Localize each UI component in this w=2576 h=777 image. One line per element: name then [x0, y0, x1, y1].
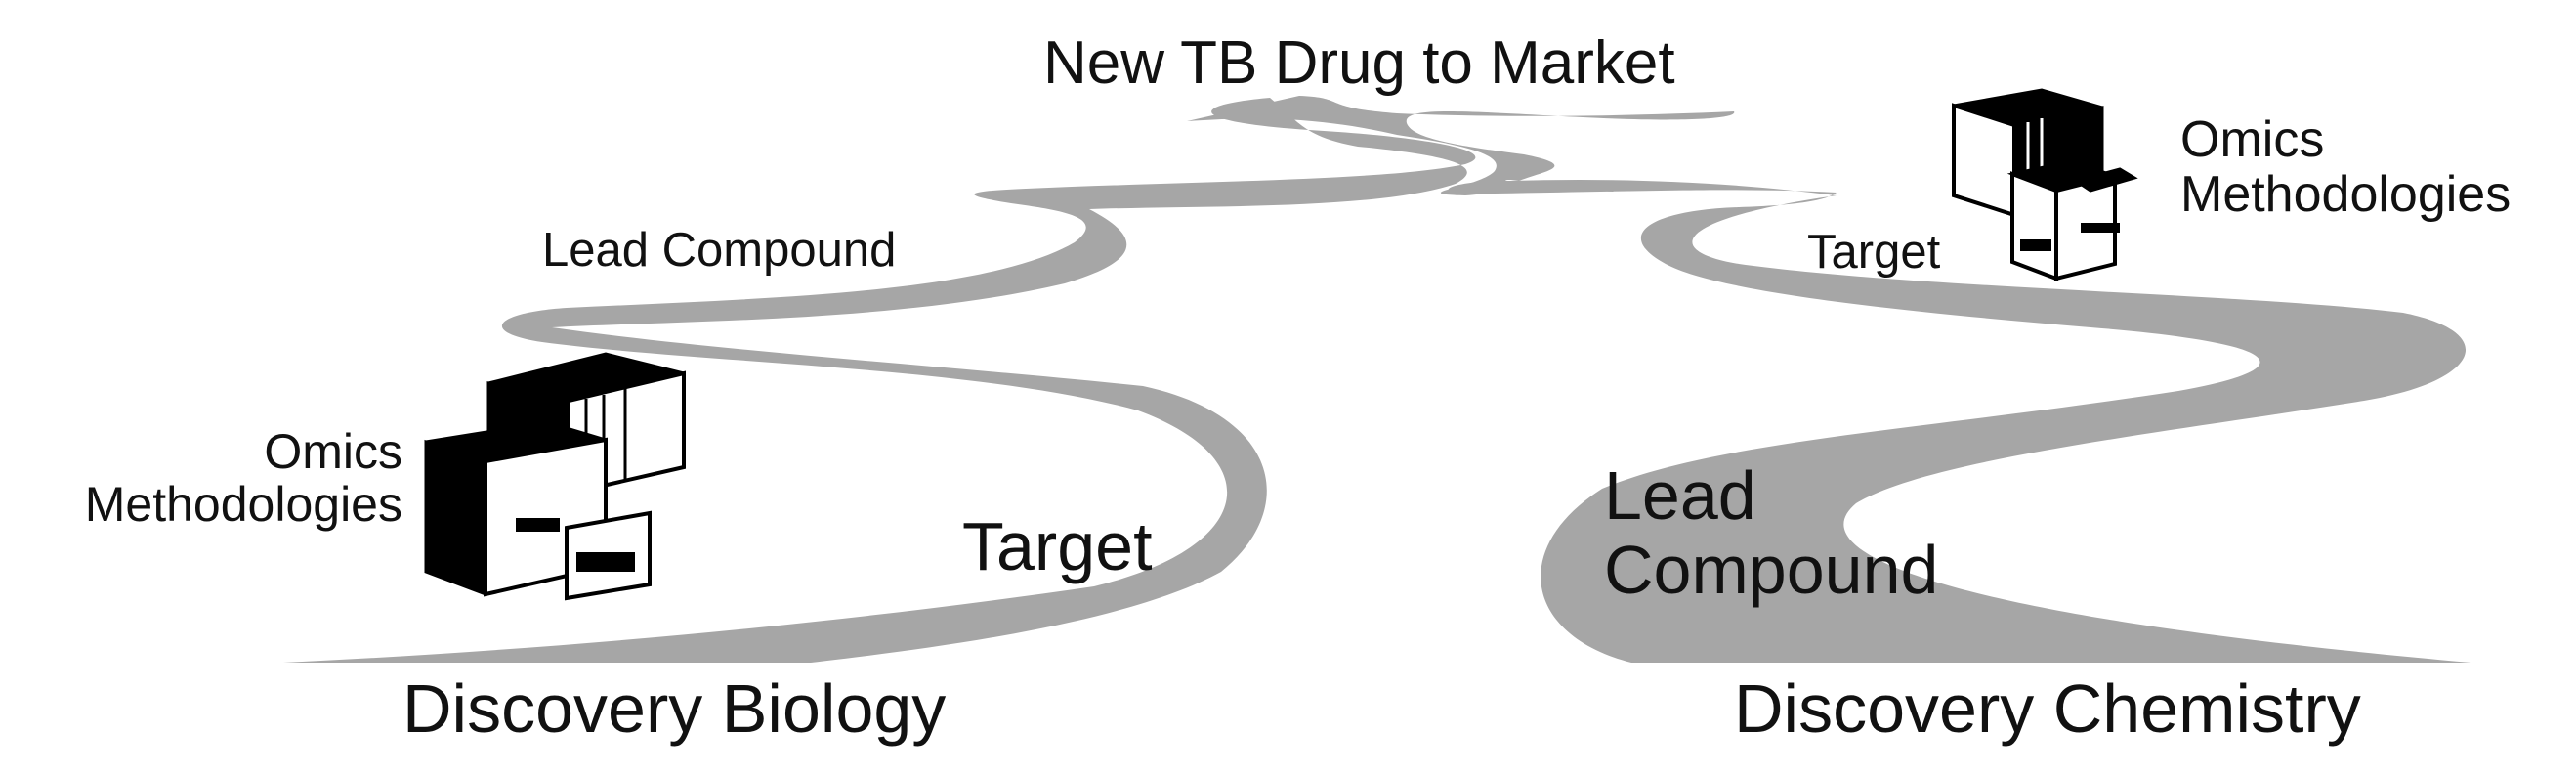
- left-omics-label: Omics Methodologies: [29, 425, 402, 531]
- right-omics-line2: Methodologies: [2180, 166, 2512, 224]
- right-road: [1448, 179, 2471, 663]
- right-lead-line2: Compound: [1604, 531, 1939, 608]
- diagram-title: New TB Drug to Market: [1043, 29, 1675, 97]
- left-target-label: Target: [962, 508, 1153, 584]
- main-road: [1187, 96, 1735, 195]
- left-lead-label: Lead Compound: [542, 224, 897, 277]
- left-omics-line1: Omics: [264, 424, 402, 479]
- right-lead-line1: Lead: [1604, 457, 1756, 534]
- left-start-label: Discovery Biology: [402, 670, 947, 747]
- right-lead-label: Lead Compound: [1604, 457, 1939, 608]
- right-start-label: Discovery Chemistry: [1734, 670, 2361, 747]
- right-omics-line1: Omics: [2180, 111, 2325, 168]
- right-target-label: Target: [1807, 226, 1941, 279]
- right-omics-label: Omics Methodologies: [2180, 112, 2511, 222]
- left-omics-line2: Methodologies: [84, 477, 402, 532]
